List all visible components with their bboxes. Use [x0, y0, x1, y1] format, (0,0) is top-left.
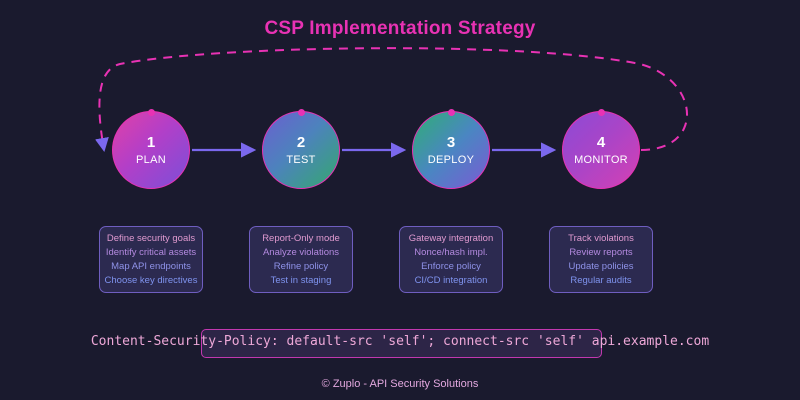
flow-node-label: DEPLOY	[427, 153, 475, 166]
detail-item: Update policies	[568, 260, 634, 272]
flow-node-monitor[interactable]: 4 MONITOR	[562, 108, 640, 189]
detail-item: Report-Only mode	[262, 232, 340, 244]
footer-attribution: © Zuplo - API Security Solutions	[321, 378, 479, 390]
flow-node-plan[interactable]: 1 PLAN	[112, 108, 190, 189]
detail-item: Track violations	[568, 232, 634, 244]
flow-node-number: 4	[596, 133, 606, 151]
detail-item: Map API endpoints	[111, 260, 191, 272]
flow-node-number: 3	[446, 133, 456, 151]
flow-node-number: 1	[146, 133, 156, 151]
detail-box-plan: Define security goals Identify critical …	[99, 226, 203, 293]
detail-item: Refine policy	[273, 260, 329, 272]
detail-item: Enforce policy	[421, 260, 481, 272]
csp-policy-text: Content-Security-Policy: default-src 'se…	[90, 334, 710, 349]
detail-item: Regular audits	[570, 274, 632, 286]
detail-item: Review reports	[569, 246, 633, 258]
detail-item: Choose key directives	[104, 274, 198, 286]
flow-node-label: PLAN	[136, 153, 166, 166]
step-dot-icon	[147, 108, 155, 116]
flow-node-deploy[interactable]: 3 DEPLOY	[412, 108, 490, 189]
csp-policy-box	[201, 329, 602, 358]
detail-box-monitor: Track violations Review reports Update p…	[549, 226, 653, 293]
flow-node-number: 2	[296, 133, 306, 151]
page-title: CSP Implementation Strategy	[264, 18, 536, 39]
step-dot-icon	[597, 108, 605, 116]
detail-item: CI/CD integration	[414, 274, 488, 286]
step-dot-icon	[447, 108, 455, 116]
flow-node-test[interactable]: 2 TEST	[262, 108, 340, 189]
detail-item: Nonce/hash impl.	[414, 246, 488, 258]
detail-item: Gateway integration	[408, 232, 494, 244]
step-dot-icon	[297, 108, 305, 116]
detail-item: Identify critical assets	[105, 246, 197, 258]
detail-item: Define security goals	[106, 232, 196, 244]
flow-node-label: TEST	[286, 153, 316, 166]
detail-item: Analyze violations	[262, 246, 340, 258]
detail-item: Test in staging	[270, 274, 332, 286]
detail-box-deploy: Gateway integration Nonce/hash impl. Enf…	[399, 226, 503, 293]
flow-node-label: MONITOR	[574, 153, 628, 166]
detail-box-test: Report-Only mode Analyze violations Refi…	[249, 226, 353, 293]
